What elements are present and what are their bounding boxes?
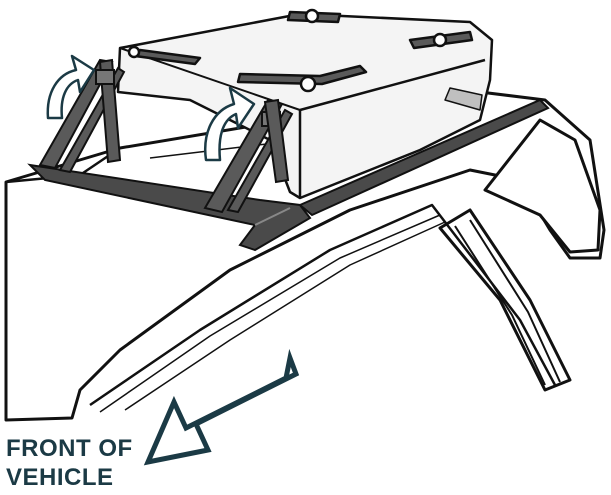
lift-arrow-icon (46, 54, 96, 120)
roof-rack (27, 98, 550, 252)
lift-arrow-icon (203, 86, 256, 162)
front-of-vehicle-label: FRONT OF VEHICLE (6, 434, 133, 492)
front-direction-arrow-icon (143, 348, 300, 466)
cargo-bag (116, 8, 494, 200)
side-straps (38, 58, 294, 214)
caption-line-2: VEHICLE (6, 464, 114, 491)
caption-line-1: FRONT OF (6, 435, 133, 462)
